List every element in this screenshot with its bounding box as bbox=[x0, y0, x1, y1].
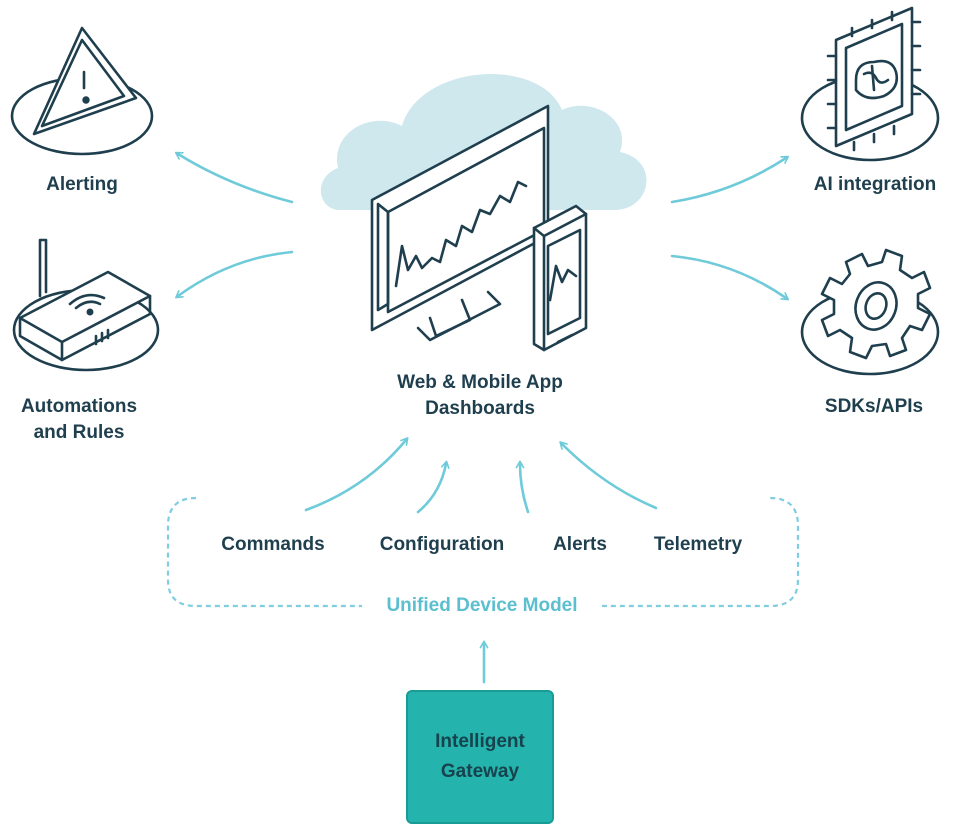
arrow-to-ai bbox=[670, 155, 790, 204]
label-dashboards-line2: Dashboards bbox=[425, 398, 535, 419]
gear-icon bbox=[800, 248, 940, 376]
monitor-phone-icon bbox=[370, 104, 588, 352]
label-dashboards: Web & Mobile App Dashboards bbox=[362, 370, 598, 422]
intelligent-gateway-box: Intelligent Gateway bbox=[406, 690, 554, 824]
label-automations-line1: Automations bbox=[20, 396, 138, 417]
arrow-telemetry bbox=[559, 441, 658, 510]
arrow-configuration bbox=[416, 460, 450, 514]
label-commands: Commands bbox=[221, 534, 325, 555]
arrow-to-alerting bbox=[174, 151, 294, 204]
arrow-to-automations bbox=[175, 250, 294, 299]
router-icon bbox=[12, 238, 160, 372]
arrow-to-sdks bbox=[670, 254, 790, 301]
capability-arrows bbox=[174, 151, 790, 301]
arrow-commands bbox=[304, 437, 409, 512]
label-sdks-apis: SDKs/APIs bbox=[824, 396, 924, 417]
label-telemetry: Telemetry bbox=[653, 534, 743, 555]
label-dashboards-line1: Web & Mobile App bbox=[397, 372, 563, 393]
label-unified-device-model: Unified Device Model bbox=[362, 593, 602, 619]
warning-triangle-icon bbox=[10, 26, 154, 156]
label-configuration: Configuration bbox=[379, 534, 505, 555]
ai-chip-brain-icon bbox=[800, 6, 940, 162]
label-alerts: Alerts bbox=[553, 534, 607, 555]
flow-arrows bbox=[304, 437, 658, 514]
label-automations: Automations and Rules bbox=[14, 394, 144, 446]
arrow-alerts bbox=[515, 460, 530, 514]
label-alerting: Alerting bbox=[46, 174, 118, 195]
label-ai-integration: AI integration bbox=[813, 174, 937, 195]
label-automations-line2: and Rules bbox=[33, 422, 125, 443]
gateway-label: Intelligent Gateway bbox=[435, 731, 525, 782]
